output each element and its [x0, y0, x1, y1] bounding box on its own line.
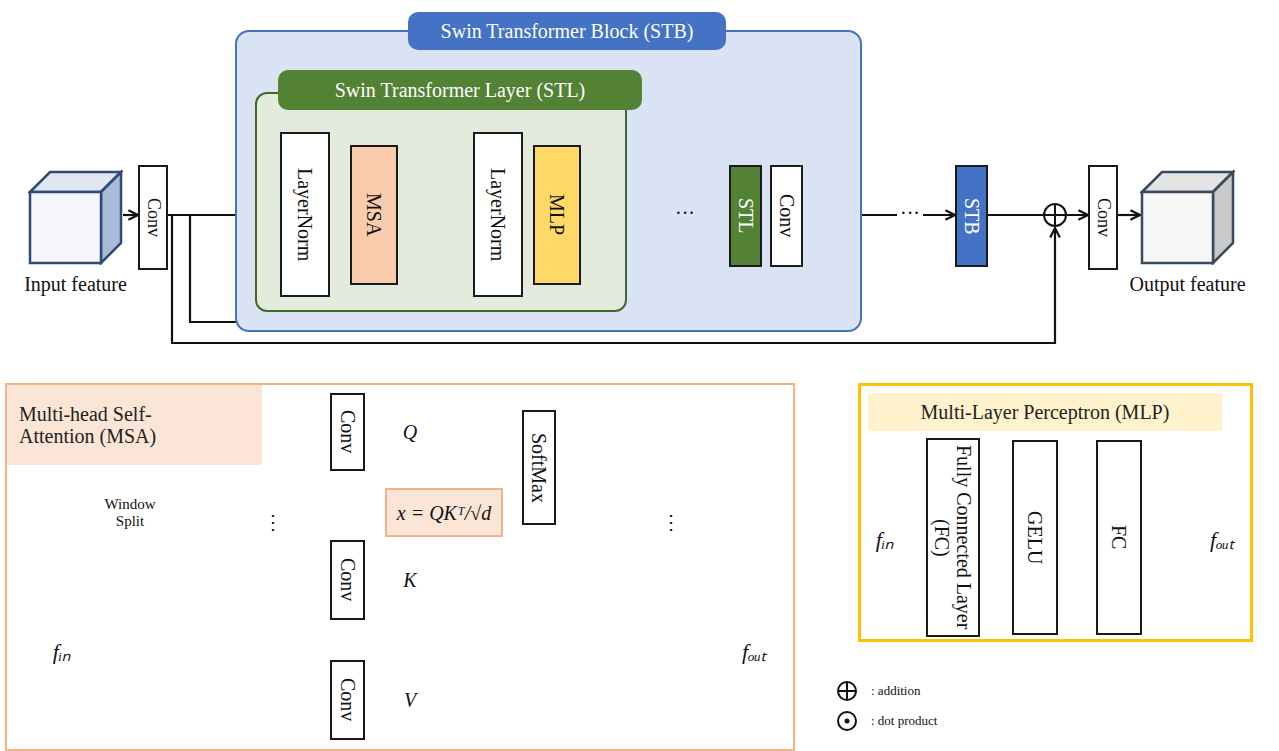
box-label: Conv: [337, 410, 359, 453]
feature-cube: Input feature: [28, 170, 123, 265]
legend-text: : addition: [871, 684, 920, 698]
layer-box: STL: [729, 165, 762, 267]
box-label: LayerNorm: [487, 168, 509, 261]
connector-arrow: [1118, 214, 1140, 216]
box-label: Conv: [776, 194, 798, 237]
feature-symbol: fᵢₙ: [53, 640, 72, 664]
feature-symbol: fₒᵤₜ: [1210, 528, 1234, 552]
conv-box: Conv: [330, 393, 365, 471]
block-box: STB: [955, 165, 988, 267]
norm-box: LayerNorm: [280, 132, 330, 297]
feature-symbol: fᵢₙ: [876, 528, 895, 552]
softmax-box: SoftMax: [522, 410, 556, 525]
ellipsis: ⋮: [263, 511, 283, 533]
box-label: FC: [1108, 525, 1130, 549]
ellipsis: ⋮: [661, 511, 681, 533]
addition-symbol: [835, 679, 859, 703]
box-label: STL: [735, 198, 757, 234]
box-label: x = QKᵀ/√d: [397, 502, 491, 524]
conv-box: Conv: [330, 540, 365, 620]
signal-name: Q: [400, 421, 420, 443]
legend: : addition : dot product: [835, 676, 937, 736]
feature-label: Output feature: [1129, 273, 1245, 295]
ellipsis: ···: [672, 202, 698, 224]
feature-cube: Output feature: [1140, 170, 1235, 265]
connector-arrow: [988, 214, 1088, 216]
signal-name: K: [400, 569, 419, 591]
conv-box: Conv: [330, 660, 365, 740]
fc-box: FC: [1096, 440, 1142, 635]
mlp-panel: Multi-Layer Perceptron (MLP) Fully Connec…: [858, 383, 1253, 642]
box-label: Conv: [337, 558, 359, 601]
formula-box: x = QKᵀ/√d: [385, 488, 503, 537]
box-label: LayerNorm: [294, 168, 316, 261]
conv-box: Conv: [770, 165, 803, 267]
conv-box: Conv: [1088, 165, 1118, 270]
box-label: GELU: [1024, 511, 1046, 564]
block-region: Swin Transformer Block (STB)Swin Transfo…: [235, 30, 862, 332]
cube-outline: [1140, 170, 1235, 265]
box-label: Conv: [1093, 198, 1113, 237]
panel-title: Multi-head Self- Attention (MSA): [7, 385, 262, 465]
legend-text: : dot product: [871, 714, 937, 728]
box-label: Fully Connected Layer (FC): [931, 445, 975, 630]
panel-title: Swin Transformer Layer (STL): [278, 70, 642, 110]
feature-symbol: fₒᵤₜ: [742, 640, 766, 664]
box-label: MSA: [363, 193, 385, 236]
mlp-box: MLP: [533, 145, 581, 285]
box-label: MLP: [546, 194, 568, 235]
box-label: Conv: [337, 678, 359, 721]
panel-title: Multi-Layer Perceptron (MLP): [868, 393, 1222, 431]
legend-entry: : dot product: [835, 706, 937, 736]
cube-outline: [28, 170, 123, 265]
feature-label: Input feature: [24, 273, 127, 295]
activation-box: GELU: [1012, 440, 1058, 635]
box-label: Conv: [143, 198, 163, 237]
box-label: SoftMax: [528, 433, 550, 503]
legend-entry: : addition: [835, 676, 937, 706]
attention-box: MSA: [350, 145, 398, 285]
fc-box: Fully Connected Layer (FC): [926, 438, 980, 637]
box-label: STB: [961, 198, 983, 235]
signal-name: V: [401, 689, 419, 711]
norm-box: LayerNorm: [473, 132, 523, 297]
panel-title: Swin Transformer Block (STB): [408, 12, 726, 50]
ellipsis: ···: [897, 202, 923, 224]
operation-label: Window Split: [95, 496, 165, 529]
dot-product-symbol: [835, 709, 859, 733]
connector-arrow: [123, 214, 138, 216]
layer-region: Swin Transformer Layer (STL)LayerNormMSA…: [255, 92, 627, 312]
conv-box: Conv: [138, 165, 168, 270]
